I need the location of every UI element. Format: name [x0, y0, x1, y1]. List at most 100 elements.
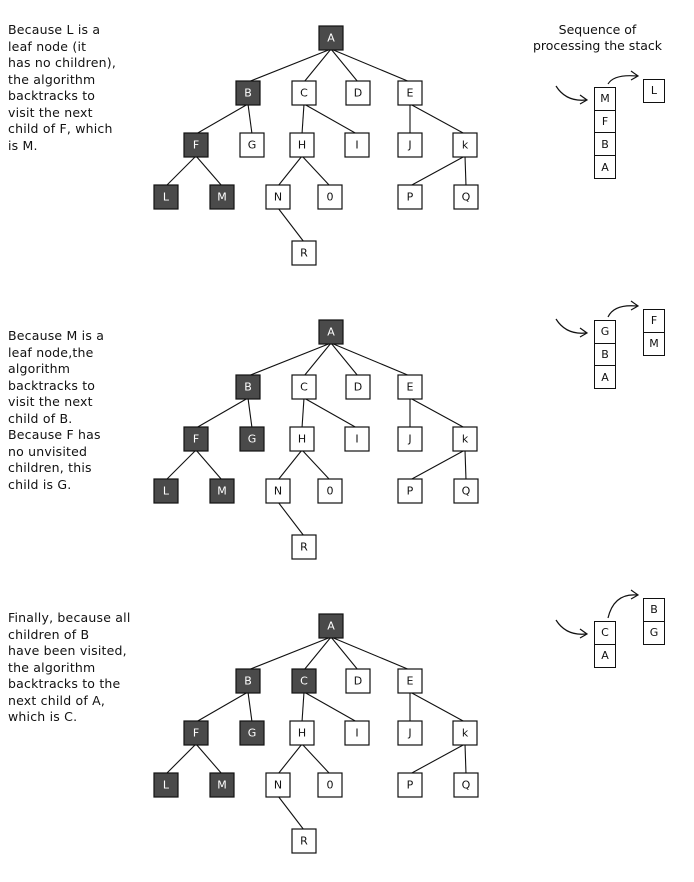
node-box — [452, 426, 478, 452]
stack-cell: C — [594, 620, 616, 645]
edge-F-M — [195, 743, 223, 775]
node-B: B — [235, 668, 261, 694]
node-K: k — [452, 720, 478, 746]
edge-F-L — [165, 449, 197, 481]
node-label: I — [355, 433, 358, 446]
node-box — [183, 720, 209, 746]
node-G: G — [239, 132, 265, 158]
node-A: A — [318, 613, 344, 639]
panel-description: Finally, because all children of B have … — [8, 610, 131, 724]
node-label: L — [163, 191, 170, 204]
edge-A-E — [330, 636, 411, 671]
node-box — [452, 720, 478, 746]
stack-cell: A — [594, 155, 616, 180]
push-arrow — [555, 619, 587, 635]
node-L: L — [153, 184, 179, 210]
edge-H-O — [301, 155, 331, 187]
node-G: G — [239, 720, 265, 746]
edge-B-F — [195, 103, 249, 135]
panel-3: Finally, because all children of B have … — [0, 588, 694, 878]
node-label: G — [248, 433, 257, 446]
node-box — [291, 534, 317, 560]
node-A: A — [318, 319, 344, 345]
edge-C-H — [301, 691, 305, 723]
edge-A-C — [303, 636, 332, 671]
edge-A-C — [303, 342, 332, 377]
node-D: D — [345, 374, 371, 400]
node-label: B — [244, 381, 252, 394]
node-box — [291, 668, 317, 694]
edge-B-G — [247, 691, 253, 723]
node-I: I — [344, 426, 370, 452]
pop-arrowhead — [630, 70, 640, 81]
node-label: Q — [462, 779, 471, 792]
node-E: E — [397, 374, 423, 400]
node-label: P — [407, 485, 414, 498]
node-box — [344, 426, 370, 452]
node-box — [183, 426, 209, 452]
panel-1: Because L is a leaf node (it has no chil… — [0, 0, 694, 290]
node-box — [453, 772, 479, 798]
edge-K-P — [409, 155, 466, 187]
node-box — [344, 720, 370, 746]
stack-cell: B — [594, 132, 616, 157]
node-box — [235, 80, 261, 106]
edge-K-Q — [464, 155, 467, 187]
node-C: C — [291, 80, 317, 106]
node-label: P — [407, 779, 414, 792]
node-label: k — [462, 139, 469, 152]
push-arrow — [555, 85, 587, 101]
node-box — [318, 25, 344, 51]
node-label: F — [193, 727, 199, 740]
node-box — [397, 772, 423, 798]
node-label: D — [354, 675, 362, 688]
edge-A-D — [330, 636, 359, 671]
node-box — [397, 478, 423, 504]
node-label: H — [298, 139, 306, 152]
edge-A-B — [247, 342, 332, 377]
node-label: R — [300, 835, 308, 848]
edge-B-G — [247, 397, 253, 429]
panel-description: Because M is a leaf node,the algorithm b… — [8, 328, 105, 492]
node-label: I — [355, 139, 358, 152]
node-box — [265, 772, 291, 798]
edge-C-I — [303, 103, 358, 135]
node-label: D — [354, 381, 362, 394]
edge-H-O — [301, 449, 331, 481]
node-label: Q — [462, 485, 471, 498]
node-box — [239, 426, 265, 452]
node-label: E — [407, 87, 414, 100]
node-label: G — [248, 727, 257, 740]
pop-arrow — [607, 305, 638, 318]
edge-E-K — [409, 103, 466, 135]
node-N: N — [265, 772, 291, 798]
node-label: I — [355, 727, 358, 740]
node-box — [397, 374, 423, 400]
node-label: J — [407, 727, 411, 740]
node-label: N — [274, 191, 282, 204]
node-K: k — [452, 426, 478, 452]
node-box — [153, 772, 179, 798]
edge-A-B — [247, 636, 332, 671]
edge-E-K — [409, 691, 466, 723]
node-label: 0 — [327, 485, 334, 498]
node-P: P — [397, 478, 423, 504]
stack-cell: G — [594, 319, 616, 344]
edge-N-R — [277, 795, 305, 831]
node-box — [452, 132, 478, 158]
node-label: A — [327, 326, 335, 339]
node-box — [397, 668, 423, 694]
push-arrowhead — [579, 94, 589, 105]
push-arrow — [555, 318, 587, 334]
edge-K-Q — [464, 743, 467, 775]
node-box — [153, 478, 179, 504]
node-C: C — [291, 374, 317, 400]
node-box — [345, 80, 371, 106]
node-box — [317, 772, 343, 798]
